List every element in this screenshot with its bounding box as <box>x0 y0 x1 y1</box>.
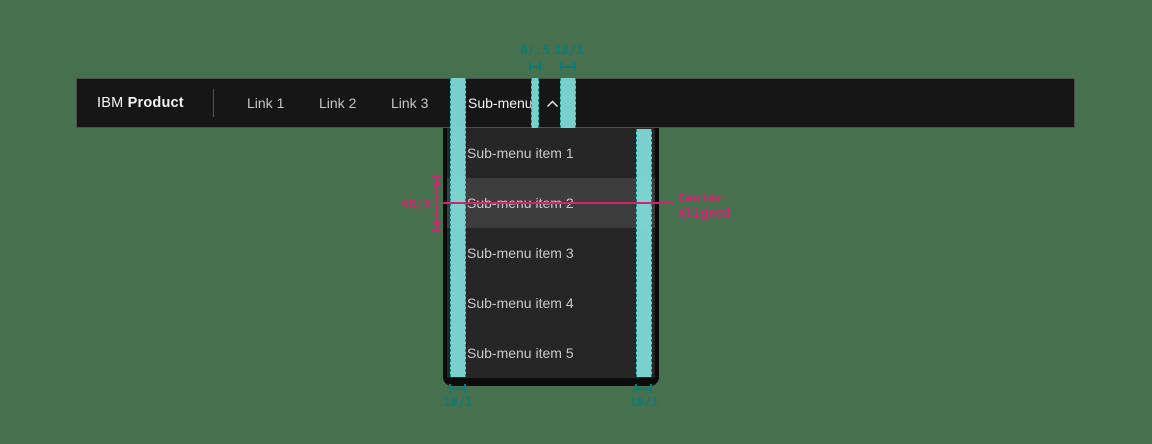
header-brand[interactable]: IBM Product <box>97 79 184 127</box>
submenu-label: Sub-menu <box>468 95 533 111</box>
submenu-item-5[interactable]: Sub-menu item 5 <box>467 345 574 361</box>
spacing-strip-right-padding <box>560 78 576 128</box>
spacing-strip-label-chevron-gap <box>531 78 539 128</box>
submenu-item-1[interactable]: Sub-menu item 1 <box>467 145 574 161</box>
measurement-label-16-1-bottom-right: 16/1 <box>629 395 659 409</box>
nav-link-3[interactable]: Link 3 <box>391 95 429 111</box>
measurement-bracket-8 <box>529 62 541 71</box>
submenu-item-4[interactable]: Sub-menu item 4 <box>467 295 574 311</box>
brand-product-name: Product <box>127 95 184 111</box>
submenu-dropdown: Sub-menu item 1 Sub-menu item 2 Sub-menu… <box>443 128 659 386</box>
spacing-strip-dropdown-right-padding <box>636 129 652 377</box>
measurement-label-16-1-top: 16/1 <box>554 43 584 57</box>
center-aligned-note-line1: Center <box>678 190 724 205</box>
submenu-trigger[interactable]: Sub-menu <box>451 79 651 127</box>
dimension-arrow-up-icon <box>433 180 441 185</box>
center-aligned-note: Center aligned <box>678 190 758 220</box>
nav-link-1[interactable]: Link 1 <box>247 95 285 111</box>
center-alignment-line <box>443 202 673 204</box>
chevron-up-icon <box>547 100 558 107</box>
dimension-arrow-down-icon <box>433 222 441 227</box>
measurement-label-16-1-bottom-left: 16/1 <box>443 395 473 409</box>
measurement-bracket-16-top <box>560 62 576 71</box>
measurement-label-48-3: 48/3 <box>400 196 431 211</box>
center-aligned-note-line2: aligned <box>678 205 731 220</box>
submenu-item-3[interactable]: Sub-menu item 3 <box>467 245 574 261</box>
measurement-label-8-05: 8/.5 <box>520 43 550 57</box>
dimension-cap-top <box>432 176 442 178</box>
dimension-cap-bottom <box>432 229 442 231</box>
spacing-strip-left-padding <box>450 78 466 377</box>
brand-prefix: IBM <box>97 95 128 111</box>
header-divider <box>213 89 214 117</box>
nav-link-2[interactable]: Link 2 <box>319 95 357 111</box>
item-height-dimension-line <box>436 177 438 230</box>
measurement-bracket-16-bottom-left <box>449 384 466 393</box>
measurement-bracket-16-bottom-right <box>635 384 652 393</box>
